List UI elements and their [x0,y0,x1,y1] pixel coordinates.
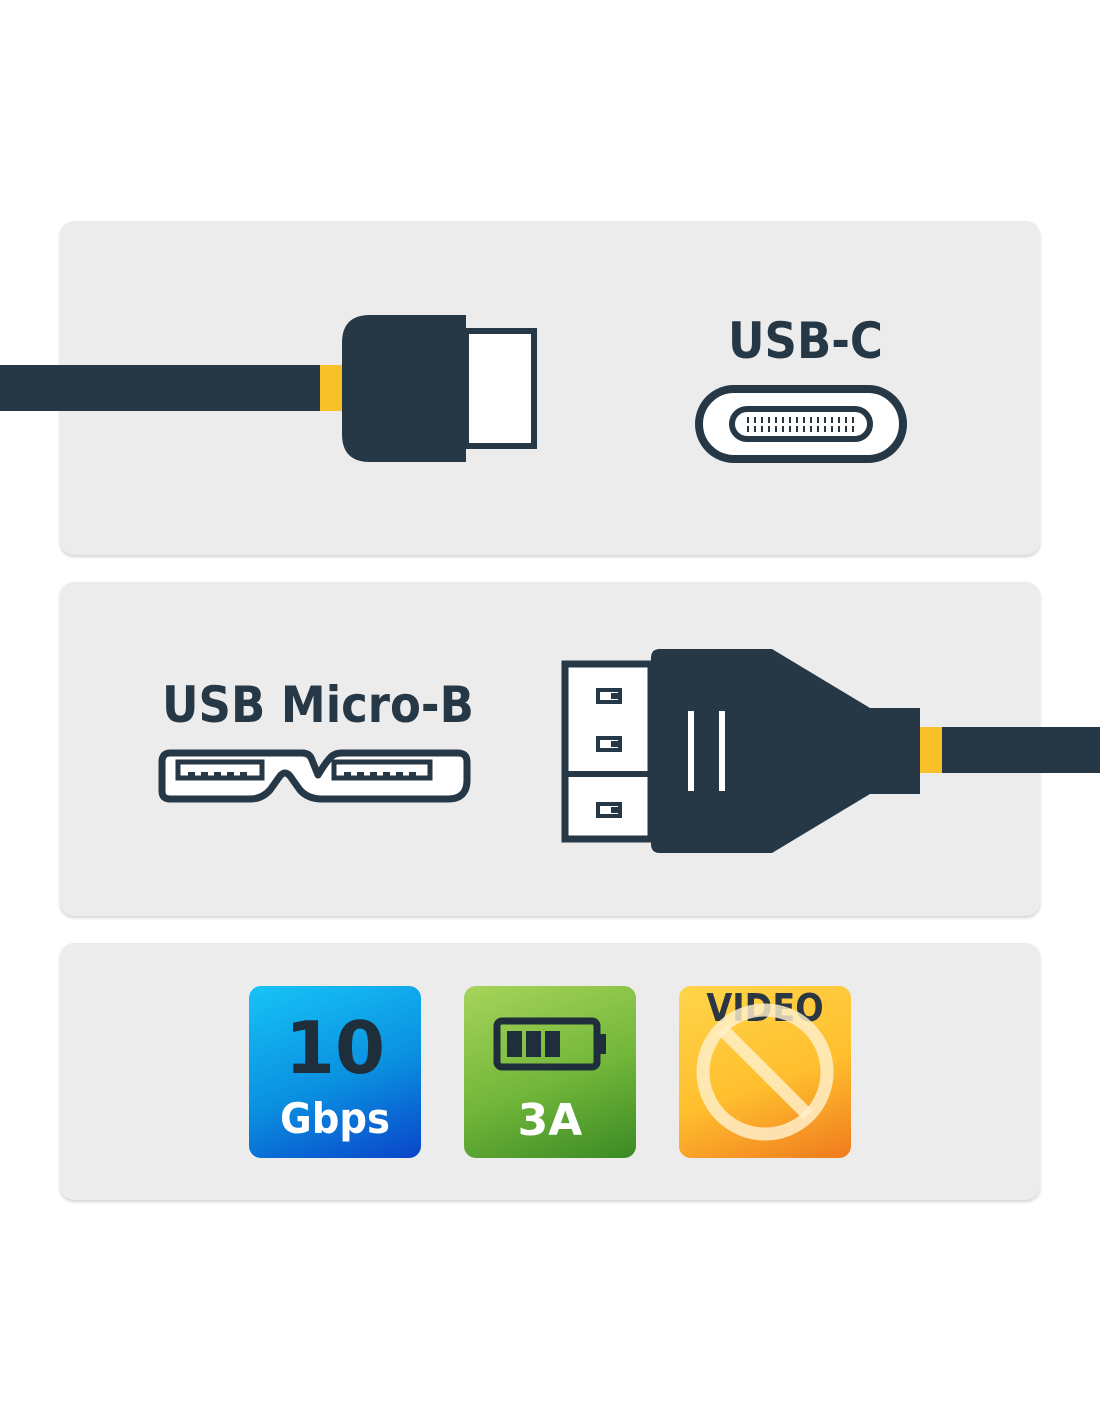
micro-b-strain-relief [862,708,920,794]
micro-b-plug-grip-1 [688,711,694,791]
micro-b-plug-body [651,649,870,853]
no-video-icon [696,1003,834,1141]
usb-micro-b-label: USB Micro-B [162,676,474,734]
speed-badge: 10 Gbps [249,986,421,1158]
usb-c-plug-tip [463,328,537,449]
micro-b-cable-wire [940,727,1100,773]
usb-c-cable-illustration [0,315,537,462]
usb-micro-b-cable-illustration [561,649,1100,853]
usb-c-plug-body [342,315,466,462]
power-value: 3A [517,1095,583,1146]
usb-c-port-icon [695,385,907,463]
usb-micro-b-port-icon [158,749,471,803]
battery-icon [493,1017,606,1071]
speed-number: 10 [284,1006,386,1090]
micro-b-plug-grip-2 [719,711,725,791]
power-badge: 3A [464,986,636,1158]
usb-c-label: USB-C [728,312,883,370]
usb-c-cable-wire [0,365,322,411]
speed-unit: Gbps [279,1094,391,1143]
no-video-badge: VIDEO [679,986,851,1158]
usb-c-cable-stripe [320,365,344,411]
micro-b-cable-stripe [919,727,942,773]
